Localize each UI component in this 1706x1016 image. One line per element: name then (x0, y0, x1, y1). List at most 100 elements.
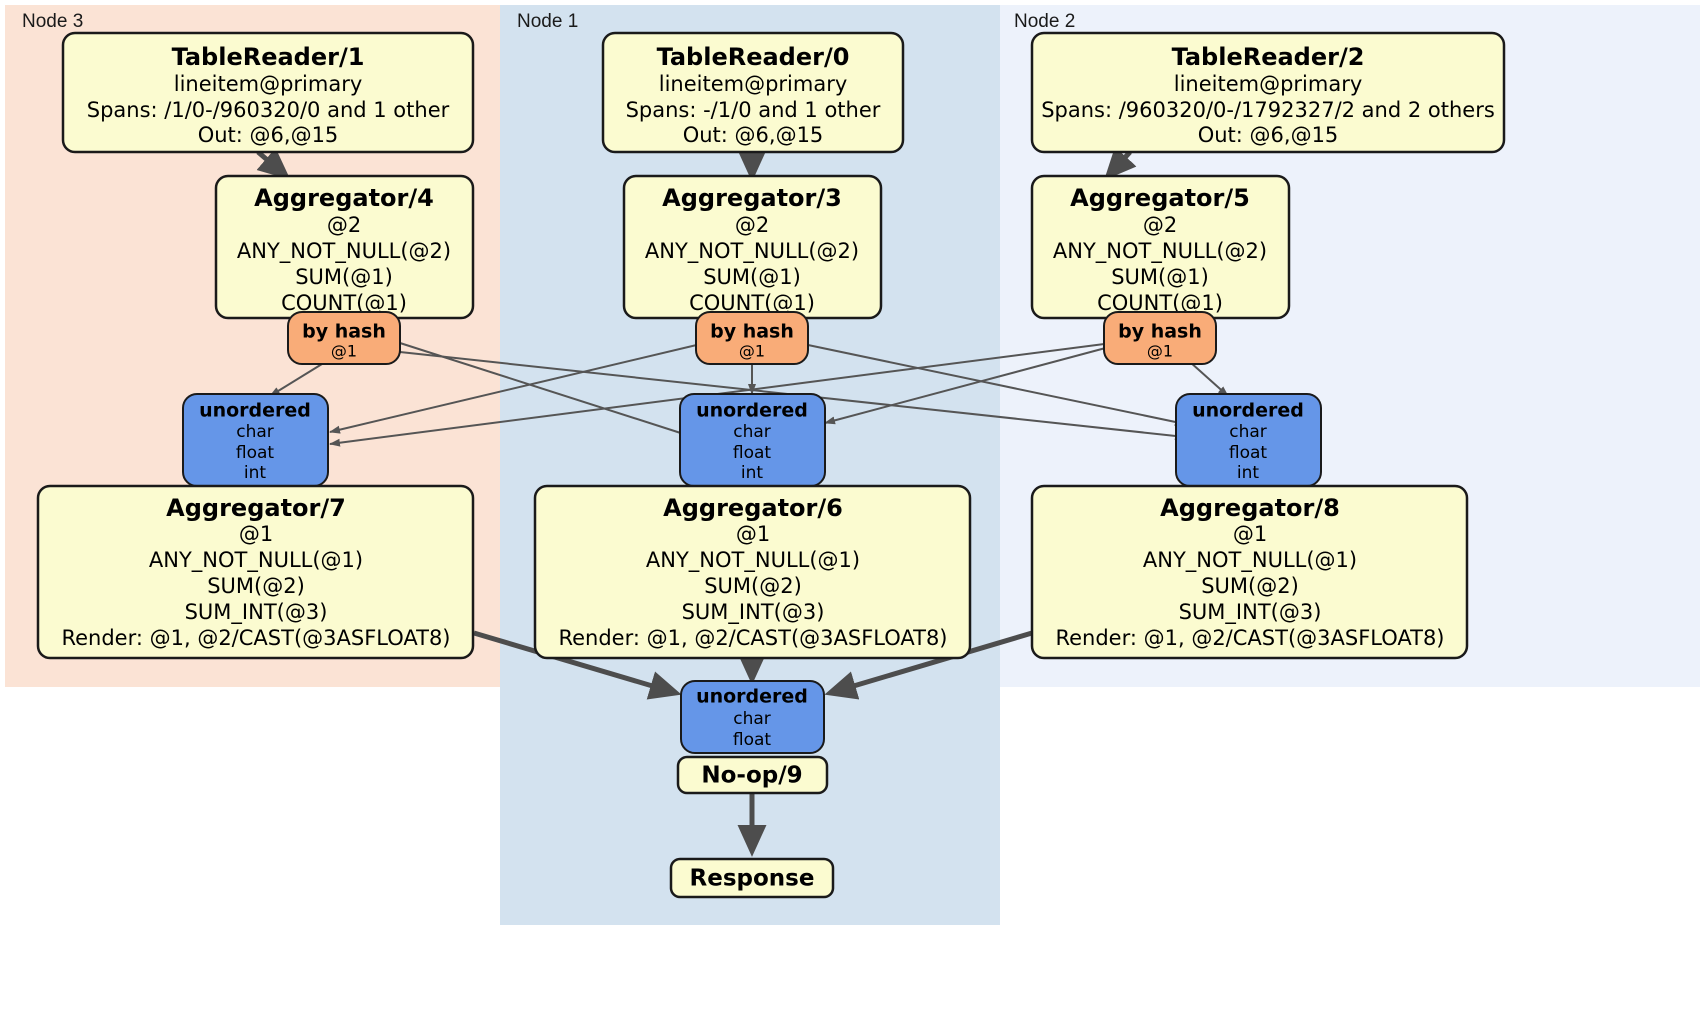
processor-tablereader0[interactable]: TableReader/0 lineitem@primary Spans: -/… (601, 31, 905, 154)
processor-aggregator7-line-1: ANY_NOT_NULL(@1) (149, 548, 363, 573)
processor-tablereader2-line-2: Out: @6,@15 (1198, 123, 1339, 147)
processor-aggregator3-line-0: @2 (735, 213, 769, 237)
output-router-byhash4-line-0: @1 (331, 342, 357, 361)
input-sync-unordered8-line-2: int (1237, 463, 1259, 483)
input-sync-unordered7-title: unordered (199, 400, 311, 422)
panel-node3-label: Node 3 (22, 11, 83, 32)
processor-aggregator6[interactable]: Aggregator/6 @1 ANY_NOT_NULL(@1) SUM(@2)… (533, 484, 972, 660)
edge-byhash4-to-unordered6 (399, 342, 691, 437)
processor-aggregator6-box[interactable] (533, 484, 972, 660)
processor-tablereader2-title: TableReader/2 (1172, 43, 1365, 71)
processor-aggregator7-line-3: SUM_INT(@3) (185, 600, 328, 625)
edge-aggregator7-to-unordered9 (473, 630, 682, 700)
processor-response-title: Response (690, 866, 815, 892)
edge-byhash5-to-unordered6 (824, 345, 1114, 425)
input-sync-unordered6-line-2: int (741, 463, 763, 483)
output-router-byhash5[interactable]: by hash @1 (1103, 311, 1217, 365)
output-router-byhash4[interactable]: by hash @1 (287, 311, 401, 365)
output-router-byhash3-line-0: @1 (739, 342, 765, 361)
processor-tablereader1-line-1: Spans: /1/0-/960320/0 and 1 other (87, 98, 450, 122)
processor-aggregator4-line-1: ANY_NOT_NULL(@2) (237, 239, 451, 264)
processor-aggregator8[interactable]: Aggregator/8 @1 ANY_NOT_NULL(@1) SUM(@2)… (1030, 484, 1469, 660)
input-sync-unordered9-title: unordered (696, 686, 808, 708)
processor-tablereader0-title: TableReader/0 (657, 43, 850, 71)
output-router-byhash5-box[interactable] (1103, 311, 1217, 365)
processor-aggregator6-line-3: SUM_INT(@3) (682, 600, 825, 625)
processor-aggregator7-line-2: SUM(@2) (207, 574, 305, 598)
edge-byhash5-to-unordered8 (1189, 361, 1229, 397)
processor-aggregator8-line-3: SUM_INT(@3) (1179, 600, 1322, 625)
panel-node2-label: Node 2 (1014, 11, 1075, 32)
processor-aggregator6-line-2: SUM(@2) (704, 574, 802, 598)
output-router-byhash4-title: by hash (302, 321, 386, 343)
input-sync-unordered6[interactable]: unordered char float int (679, 393, 826, 487)
processor-aggregator4[interactable]: Aggregator/4 @2 ANY_NOT_NULL(@2) SUM(@1)… (214, 174, 475, 320)
input-sync-unordered9[interactable]: unordered char float (680, 680, 825, 754)
processor-tablereader1-box[interactable] (61, 31, 475, 154)
input-sync-unordered7-line-1: float (236, 443, 275, 463)
input-sync-unordered8-title: unordered (1192, 400, 1304, 422)
input-sync-unordered7[interactable]: unordered char float int (182, 393, 329, 487)
input-sync-unordered9-box[interactable] (680, 680, 825, 754)
processor-aggregator6-line-0: @1 (736, 522, 770, 546)
processor-tablereader2-line-1: Spans: /960320/0-/1792327/2 and 2 others (1041, 98, 1495, 122)
edge-byhash3-to-unordered7 (329, 342, 706, 434)
input-sync-unordered7-line-0: char (236, 422, 274, 442)
edge-tablereader2-to-aggregator5 (1104, 146, 1137, 181)
processor-tablereader0-line-2: Out: @6,@15 (683, 123, 824, 147)
edge-tablereader1-to-aggregator4 (256, 147, 291, 180)
processor-aggregator6-line-4: Render: @1, @2/CAST(@3ASFLOAT8) (558, 626, 947, 650)
processor-tablereader1-line-0: lineitem@primary (174, 72, 363, 96)
processor-tablereader0-box[interactable] (601, 31, 905, 154)
input-sync-unordered6-title: unordered (696, 400, 808, 422)
processor-aggregator6-line-1: ANY_NOT_NULL(@1) (646, 548, 860, 573)
processor-aggregator5-line-2: SUM(@1) (1111, 265, 1209, 289)
processor-tablereader0-line-0: lineitem@primary (659, 72, 848, 96)
processor-aggregator6-title: Aggregator/6 (663, 494, 843, 522)
processor-aggregator3-line-1: ANY_NOT_NULL(@2) (645, 239, 859, 264)
processor-aggregator4-line-2: SUM(@1) (295, 265, 393, 289)
processor-aggregator5-line-1: ANY_NOT_NULL(@2) (1053, 239, 1267, 264)
processor-aggregator7[interactable]: Aggregator/7 @1 ANY_NOT_NULL(@1) SUM(@2)… (36, 484, 475, 660)
processor-aggregator8-title: Aggregator/8 (1160, 494, 1340, 522)
processor-tablereader1[interactable]: TableReader/1 lineitem@primary Spans: /1… (61, 31, 475, 154)
output-router-byhash5-title: by hash (1118, 321, 1202, 343)
processor-response[interactable]: Response (669, 857, 835, 899)
output-router-byhash4-box[interactable] (287, 311, 401, 365)
input-sync-unordered6-line-0: char (733, 422, 771, 442)
edge-byhash4-to-unordered7 (269, 363, 323, 397)
input-sync-unordered8[interactable]: unordered char float int (1175, 393, 1322, 487)
input-sync-unordered8-line-1: float (1229, 443, 1268, 463)
processor-aggregator8-line-4: Render: @1, @2/CAST(@3ASFLOAT8) (1055, 626, 1444, 650)
output-router-byhash3[interactable]: by hash @1 (695, 311, 809, 365)
processor-aggregator8-line-0: @1 (1233, 522, 1267, 546)
processor-noop9-title: No-op/9 (701, 763, 802, 789)
processor-aggregator8-box[interactable] (1030, 484, 1469, 660)
output-router-byhash3-box[interactable] (695, 311, 809, 365)
processor-aggregator7-line-4: Render: @1, @2/CAST(@3ASFLOAT8) (61, 626, 450, 650)
processor-aggregator3-title: Aggregator/3 (662, 184, 842, 212)
edge-byhash3-to-unordered8 (807, 344, 1186, 426)
processor-noop9-box[interactable] (676, 755, 829, 795)
input-sync-unordered8-line-0: char (1229, 422, 1267, 442)
processor-aggregator7-box[interactable] (36, 484, 475, 660)
processor-aggregator8-line-1: ANY_NOT_NULL(@1) (1143, 548, 1357, 573)
processor-aggregator4-line-0: @2 (327, 213, 361, 237)
processor-tablereader2-box[interactable] (1030, 31, 1506, 154)
processor-tablereader2[interactable]: TableReader/2 lineitem@primary Spans: /9… (1030, 31, 1506, 154)
processor-aggregator7-title: Aggregator/7 (166, 494, 346, 522)
input-sync-unordered9-line-1: float (733, 730, 772, 750)
processor-aggregator3-line-2: SUM(@1) (703, 265, 801, 289)
processor-aggregator5[interactable]: Aggregator/5 @2 ANY_NOT_NULL(@2) SUM(@1)… (1030, 174, 1291, 320)
processor-aggregator8-line-2: SUM(@2) (1201, 574, 1299, 598)
output-router-byhash5-line-0: @1 (1147, 342, 1173, 361)
panel-node1-label: Node 1 (517, 11, 578, 32)
output-router-byhash3-title: by hash (710, 321, 794, 343)
input-sync-unordered6-line-1: float (733, 443, 772, 463)
processor-response-box[interactable] (669, 857, 835, 899)
processor-tablereader2-line-0: lineitem@primary (1174, 72, 1363, 96)
processor-aggregator3[interactable]: Aggregator/3 @2 ANY_NOT_NULL(@2) SUM(@1)… (622, 174, 883, 320)
processor-edges (256, 146, 1137, 857)
processor-noop9[interactable]: No-op/9 (676, 755, 829, 795)
